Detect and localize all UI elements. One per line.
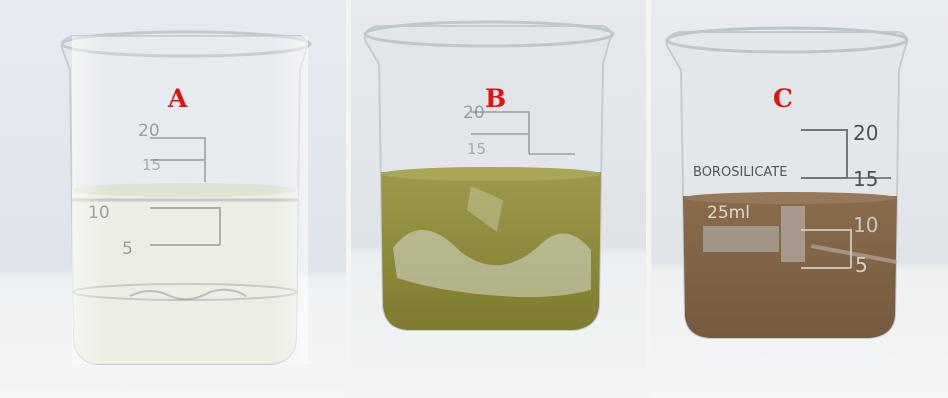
beaker-a-mark-5: 5 xyxy=(122,239,133,259)
beaker-panel-b: 20 15 B xyxy=(351,0,646,398)
beaker-c-brand-text: BOROSILICATE xyxy=(693,165,787,180)
beaker-a-illustration: 20 15 10 5 xyxy=(0,0,346,398)
beaker-label-c: C xyxy=(773,84,793,113)
beaker-c-mark-20: 20 xyxy=(853,121,878,145)
beaker-panel-c: 20 15 10 5 BOROSILICATE 25ml C xyxy=(651,0,948,398)
beaker-label-b: B xyxy=(485,84,507,113)
beaker-c-mark-10: 10 xyxy=(853,213,878,237)
beaker-c-illustration: 20 15 10 5 BOROSILICATE 25ml xyxy=(651,0,948,398)
beaker-b-mark-15: 15 xyxy=(467,140,486,158)
beaker-c-volume-text: 25ml xyxy=(707,203,750,223)
beaker-label-a: A xyxy=(168,84,188,113)
beaker-c-mark-5: 5 xyxy=(855,253,868,277)
beaker-a-mark-20: 20 xyxy=(138,121,160,141)
beaker-panel-a: 20 15 10 5 A xyxy=(0,0,346,398)
panel-divider xyxy=(646,0,651,398)
beaker-c-mark-15: 15 xyxy=(853,167,878,191)
beaker-b-illustration: 20 15 xyxy=(351,0,646,398)
panel-divider xyxy=(346,0,351,398)
beaker-a-mark-10: 10 xyxy=(88,203,110,223)
beaker-a-mark-15: 15 xyxy=(142,156,161,174)
beaker-b-mark-20: 20 xyxy=(463,103,485,123)
